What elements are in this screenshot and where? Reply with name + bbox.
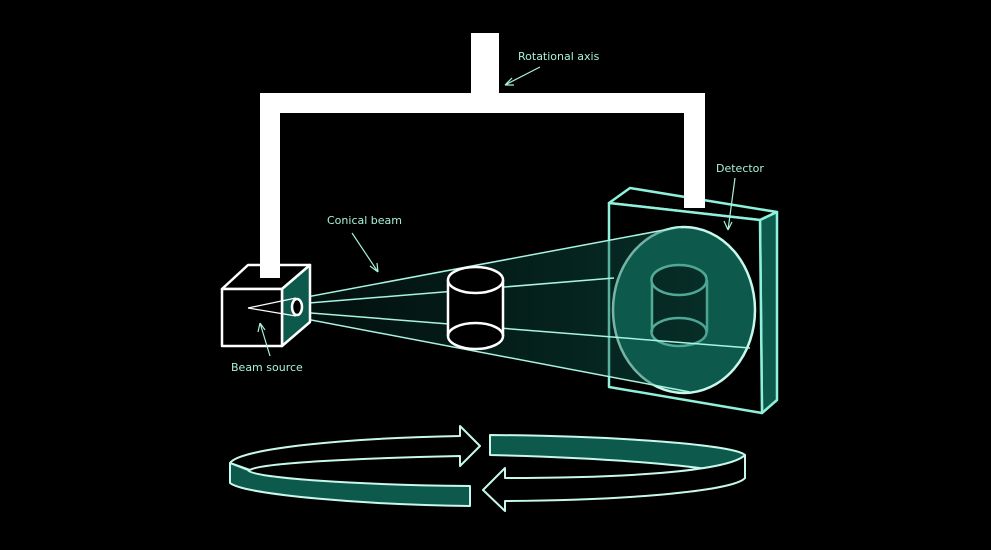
label-detector: Detector [716,162,764,175]
label-beam-source: Beam source [231,361,303,374]
detector-mount [684,190,705,208]
object-cylinder [446,265,505,351]
label-conical-beam: Conical beam [327,214,402,227]
gantry-frame [260,33,705,278]
rotational-axis-arrow [504,66,541,86]
detector-arrow [723,177,736,231]
pointer-arrows [257,66,736,357]
rotation-ring [229,425,746,512]
label-rotational-axis: Rotational axis [518,50,600,63]
source-beam-lines [247,297,297,317]
conical-beam-arrow [351,232,379,273]
source-mount [260,260,280,278]
beam-source-arrow [257,322,271,357]
